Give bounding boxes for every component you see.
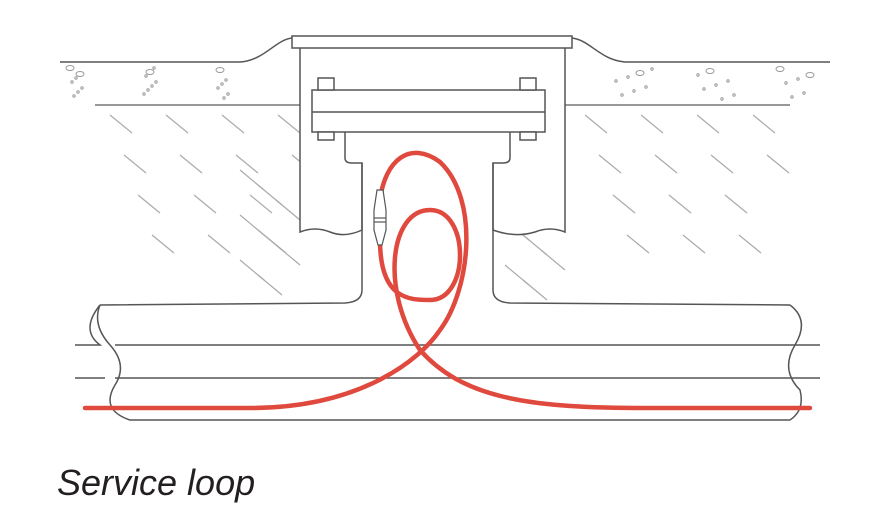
flange — [311, 77, 546, 141]
riser — [99, 132, 791, 306]
gravel-dot — [705, 68, 715, 74]
gravel-dot — [146, 88, 150, 92]
hatch-line — [696, 114, 720, 134]
gravel-dot — [220, 82, 224, 86]
hatch-line — [668, 194, 692, 214]
gravel-dot — [65, 65, 75, 71]
gravel-dot — [226, 92, 230, 96]
gravel-dot — [702, 87, 706, 91]
soil-hatching — [109, 114, 790, 301]
gravel-dot — [626, 75, 630, 79]
hatch-line — [275, 244, 301, 266]
gravel-dot — [802, 91, 806, 95]
gravel-dot — [796, 77, 800, 81]
bolt-icon — [317, 77, 335, 91]
hatch-line — [598, 154, 622, 174]
hatch-line — [738, 234, 762, 254]
gravel-dot — [720, 97, 724, 101]
gravel-dot — [222, 96, 226, 100]
gravel-dot — [215, 67, 225, 73]
hatch-line — [584, 114, 608, 134]
gravel-dot — [145, 69, 155, 75]
gravel-dot — [732, 93, 736, 97]
gravel-dot — [775, 66, 785, 72]
gravel-dot — [152, 66, 156, 70]
hatch-line — [640, 114, 664, 134]
gravel-dot — [714, 83, 718, 87]
gravel-dot — [216, 86, 220, 90]
bolt-icon — [519, 77, 537, 91]
hatch-line — [752, 114, 776, 134]
hatch-line — [221, 114, 245, 134]
hatch-line — [612, 194, 636, 214]
ground-surface — [60, 37, 830, 106]
diagram-caption: Service loop — [57, 462, 256, 503]
gravel-dot — [805, 72, 815, 78]
gravel-dot — [644, 85, 648, 89]
bolt-icon — [519, 131, 537, 141]
cable-connector-icon — [373, 189, 387, 246]
hatch-line — [207, 234, 231, 254]
gravel-dot — [72, 94, 76, 98]
hatch-line — [151, 234, 175, 254]
hatch-line — [275, 199, 301, 221]
hatch-line — [540, 249, 566, 271]
gravel-dot — [154, 80, 158, 84]
gravel-dot — [784, 81, 788, 85]
gravel-dot — [790, 95, 794, 99]
gravel-dot — [635, 70, 645, 76]
valve-box-lid — [291, 35, 573, 49]
gravel-dot — [74, 76, 78, 80]
hatch-line — [710, 154, 734, 174]
gravel-dot — [620, 93, 624, 97]
gravel-dot — [144, 74, 148, 78]
hatch-line — [654, 154, 678, 174]
gravel-dots — [65, 65, 815, 101]
hatch-line — [257, 274, 283, 296]
gravel-dot — [650, 67, 654, 71]
gravel-dot — [76, 90, 80, 94]
bolt-icon — [317, 131, 335, 141]
valve-box — [291, 35, 573, 236]
gravel-dot — [614, 79, 618, 83]
hatch-line — [109, 114, 133, 134]
hatch-line — [137, 194, 161, 214]
hatch-line — [522, 279, 548, 301]
hatch-line — [165, 114, 189, 134]
gravel-dot — [142, 92, 146, 96]
gravel-dot — [632, 89, 636, 93]
gravel-dot — [80, 86, 84, 90]
gravel-dot — [70, 80, 74, 84]
hatch-line — [682, 234, 706, 254]
hatch-line — [249, 194, 273, 214]
hatch-line — [724, 194, 748, 214]
gravel-dot — [224, 78, 228, 82]
hatch-line — [179, 154, 203, 174]
hatch-line — [193, 194, 217, 214]
hatch-line — [123, 154, 147, 174]
gravel-dot — [75, 71, 85, 77]
gravel-dot — [696, 73, 700, 77]
heat-trace-cable — [82, 150, 813, 411]
hatch-line — [235, 154, 259, 174]
hatch-line — [626, 234, 650, 254]
gravel-dot — [726, 79, 730, 83]
hatch-line — [277, 114, 301, 134]
hatch-line — [766, 154, 790, 174]
gravel-dot — [150, 84, 154, 88]
